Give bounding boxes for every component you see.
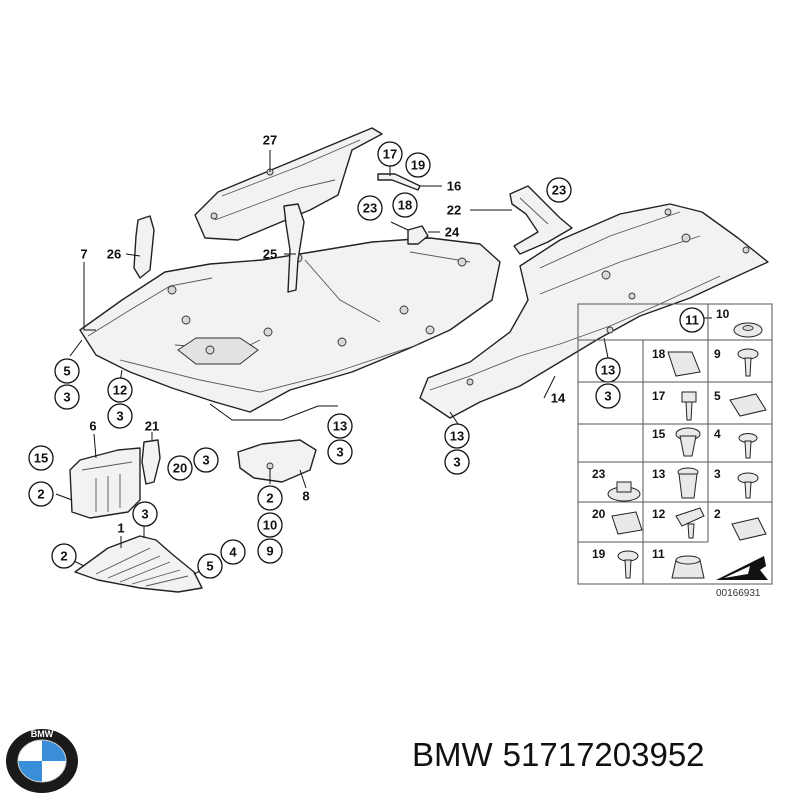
fastener-17-bolt xyxy=(681,391,697,421)
callout-3-right: 3 xyxy=(604,389,611,404)
fastener-20-clip xyxy=(611,511,643,535)
grid-num-2: 2 xyxy=(714,507,721,521)
callout-5-shield: 5 xyxy=(206,559,213,574)
callout-23-center: 23 xyxy=(363,201,377,216)
label-7: 7 xyxy=(80,247,87,262)
callout-2-duct: 2 xyxy=(37,487,44,502)
callout-labels: 17 19 23 18 23 11 5 3 12 3 13 3 13 3 13 … xyxy=(34,147,699,574)
label-24: 24 xyxy=(445,225,460,240)
part-26-bracket xyxy=(133,215,155,279)
grid-num-5: 5 xyxy=(714,389,721,403)
label-25: 25 xyxy=(263,247,277,262)
fastener-10-grommet xyxy=(733,322,763,338)
part-27-shield xyxy=(194,127,383,241)
grid-num-19: 19 xyxy=(592,547,606,561)
callout-13-center: 13 xyxy=(333,419,347,434)
grid-num-18: 18 xyxy=(652,347,666,361)
callout-3-by-20: 3 xyxy=(202,453,209,468)
fastener-23-nut xyxy=(607,481,641,502)
part-25-bracket xyxy=(283,203,305,293)
fastener-5-nut-clip xyxy=(729,393,767,417)
part-22-bracket xyxy=(509,185,573,255)
grid-num-17: 17 xyxy=(652,389,666,403)
grid-num-20: 20 xyxy=(592,507,606,521)
callout-2-shield: 2 xyxy=(60,549,67,564)
callout-18: 18 xyxy=(398,198,412,213)
fastener-18-clip xyxy=(667,351,701,377)
grid-num-15: 15 xyxy=(652,427,666,441)
callout-circles xyxy=(28,141,705,579)
callout-11: 11 xyxy=(685,313,699,328)
callout-23-right: 23 xyxy=(552,183,566,198)
logo-letters: BMW xyxy=(31,729,54,739)
label-27: 27 xyxy=(263,133,277,148)
label-1: 1 xyxy=(117,521,124,536)
fastener-2-clip xyxy=(731,517,767,541)
grid-num-10: 10 xyxy=(716,307,730,321)
fastener-3-screw xyxy=(737,472,759,499)
callout-15: 15 xyxy=(34,451,48,466)
label-16: 16 xyxy=(447,179,461,194)
fastener-11-cap xyxy=(671,555,705,579)
label-26: 26 xyxy=(107,247,121,262)
part-24-bracket xyxy=(407,225,429,245)
callout-19: 19 xyxy=(411,158,425,173)
label-8: 8 xyxy=(302,489,309,504)
grid-num-3: 3 xyxy=(714,467,721,481)
callout-3-bottom: 3 xyxy=(453,455,460,470)
callout-3-below-12: 3 xyxy=(116,409,123,424)
callout-17: 17 xyxy=(383,147,397,162)
part-1-front-shield xyxy=(74,535,203,593)
label-14: 14 xyxy=(551,391,566,406)
main-underbody-panel xyxy=(79,237,501,413)
direction-arrow-icon xyxy=(716,556,768,580)
label-6: 6 xyxy=(89,419,96,434)
callout-10: 10 xyxy=(263,518,277,533)
part-8-cover xyxy=(237,439,317,483)
fastener-13-expander xyxy=(677,467,699,499)
part-21-clip xyxy=(141,439,161,485)
callout-13-bottom: 13 xyxy=(450,429,464,444)
diagram-id: 00166931 xyxy=(716,588,761,599)
fastener-19-screw xyxy=(617,550,639,579)
callout-2-cover: 2 xyxy=(266,491,273,506)
callout-12: 12 xyxy=(113,383,127,398)
plain-labels: 27 16 22 24 7 26 25 14 6 21 8 1 xyxy=(80,133,566,536)
grid-num-23: 23 xyxy=(592,467,606,481)
callout-20: 20 xyxy=(173,461,187,476)
label-21: 21 xyxy=(145,419,159,434)
grid-num-9: 9 xyxy=(714,347,721,361)
callout-3-shield: 3 xyxy=(141,507,148,522)
callout-3-left: 3 xyxy=(63,390,70,405)
grid-num-13: 13 xyxy=(652,467,666,481)
fastener-15-rivet xyxy=(675,427,701,457)
callout-13-right: 13 xyxy=(601,363,615,378)
callout-4: 4 xyxy=(229,545,237,560)
part-6-air-duct xyxy=(69,447,141,519)
fastener-9-screw xyxy=(737,348,759,377)
callout-9: 9 xyxy=(266,544,273,559)
grid-num-4: 4 xyxy=(714,427,721,441)
part-16-clip xyxy=(377,173,421,191)
part-number: 51717203952 xyxy=(502,736,705,773)
label-22: 22 xyxy=(447,203,461,218)
fastener-12-pin xyxy=(675,507,705,539)
bmw-logo-icon: BMW xyxy=(6,729,78,793)
fastener-grid: 10 18 9 17 5 15 4 23 13 3 20 12 2 19 11 xyxy=(577,303,773,599)
part-14-rear-panel xyxy=(419,203,769,419)
fastener-4-screw xyxy=(738,433,758,459)
grid-num-11: 11 xyxy=(652,547,665,561)
brand-name: BMW xyxy=(412,736,493,773)
callout-3-center: 3 xyxy=(336,445,343,460)
grid-num-12: 12 xyxy=(652,507,666,521)
callout-5-left: 5 xyxy=(63,364,70,379)
